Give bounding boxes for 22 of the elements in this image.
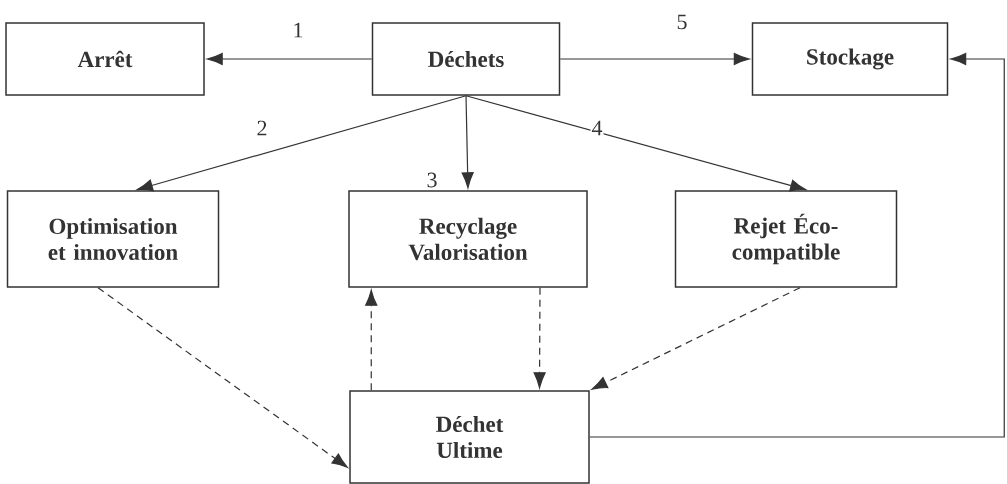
process-box: Recyclage Valorisation	[348, 190, 588, 288]
edge-label: 4	[590, 119, 604, 137]
edge-label: 2	[255, 119, 269, 137]
arrow	[559, 52, 750, 66]
edge-label: 3	[425, 171, 439, 189]
arrow	[365, 289, 378, 391]
process-box: Arrêt	[5, 22, 205, 96]
process-box: Déchet Ultime	[349, 390, 590, 484]
arrow	[589, 52, 1005, 438]
process-box: Optimisation et innovation	[6, 190, 220, 288]
arrow	[533, 287, 546, 389]
arrow	[591, 287, 801, 390]
arrow	[206, 52, 373, 66]
edge-label: 1	[291, 21, 305, 39]
arrow	[465, 95, 807, 192]
edge-label: 5	[675, 13, 689, 31]
arrow	[97, 287, 348, 468]
process-box: Stockage	[751, 22, 949, 96]
arrow	[461, 95, 474, 189]
process-box: Déchets	[371, 22, 561, 96]
process-box: Rejet Éco-compatible	[674, 190, 898, 288]
arrow	[136, 95, 467, 192]
